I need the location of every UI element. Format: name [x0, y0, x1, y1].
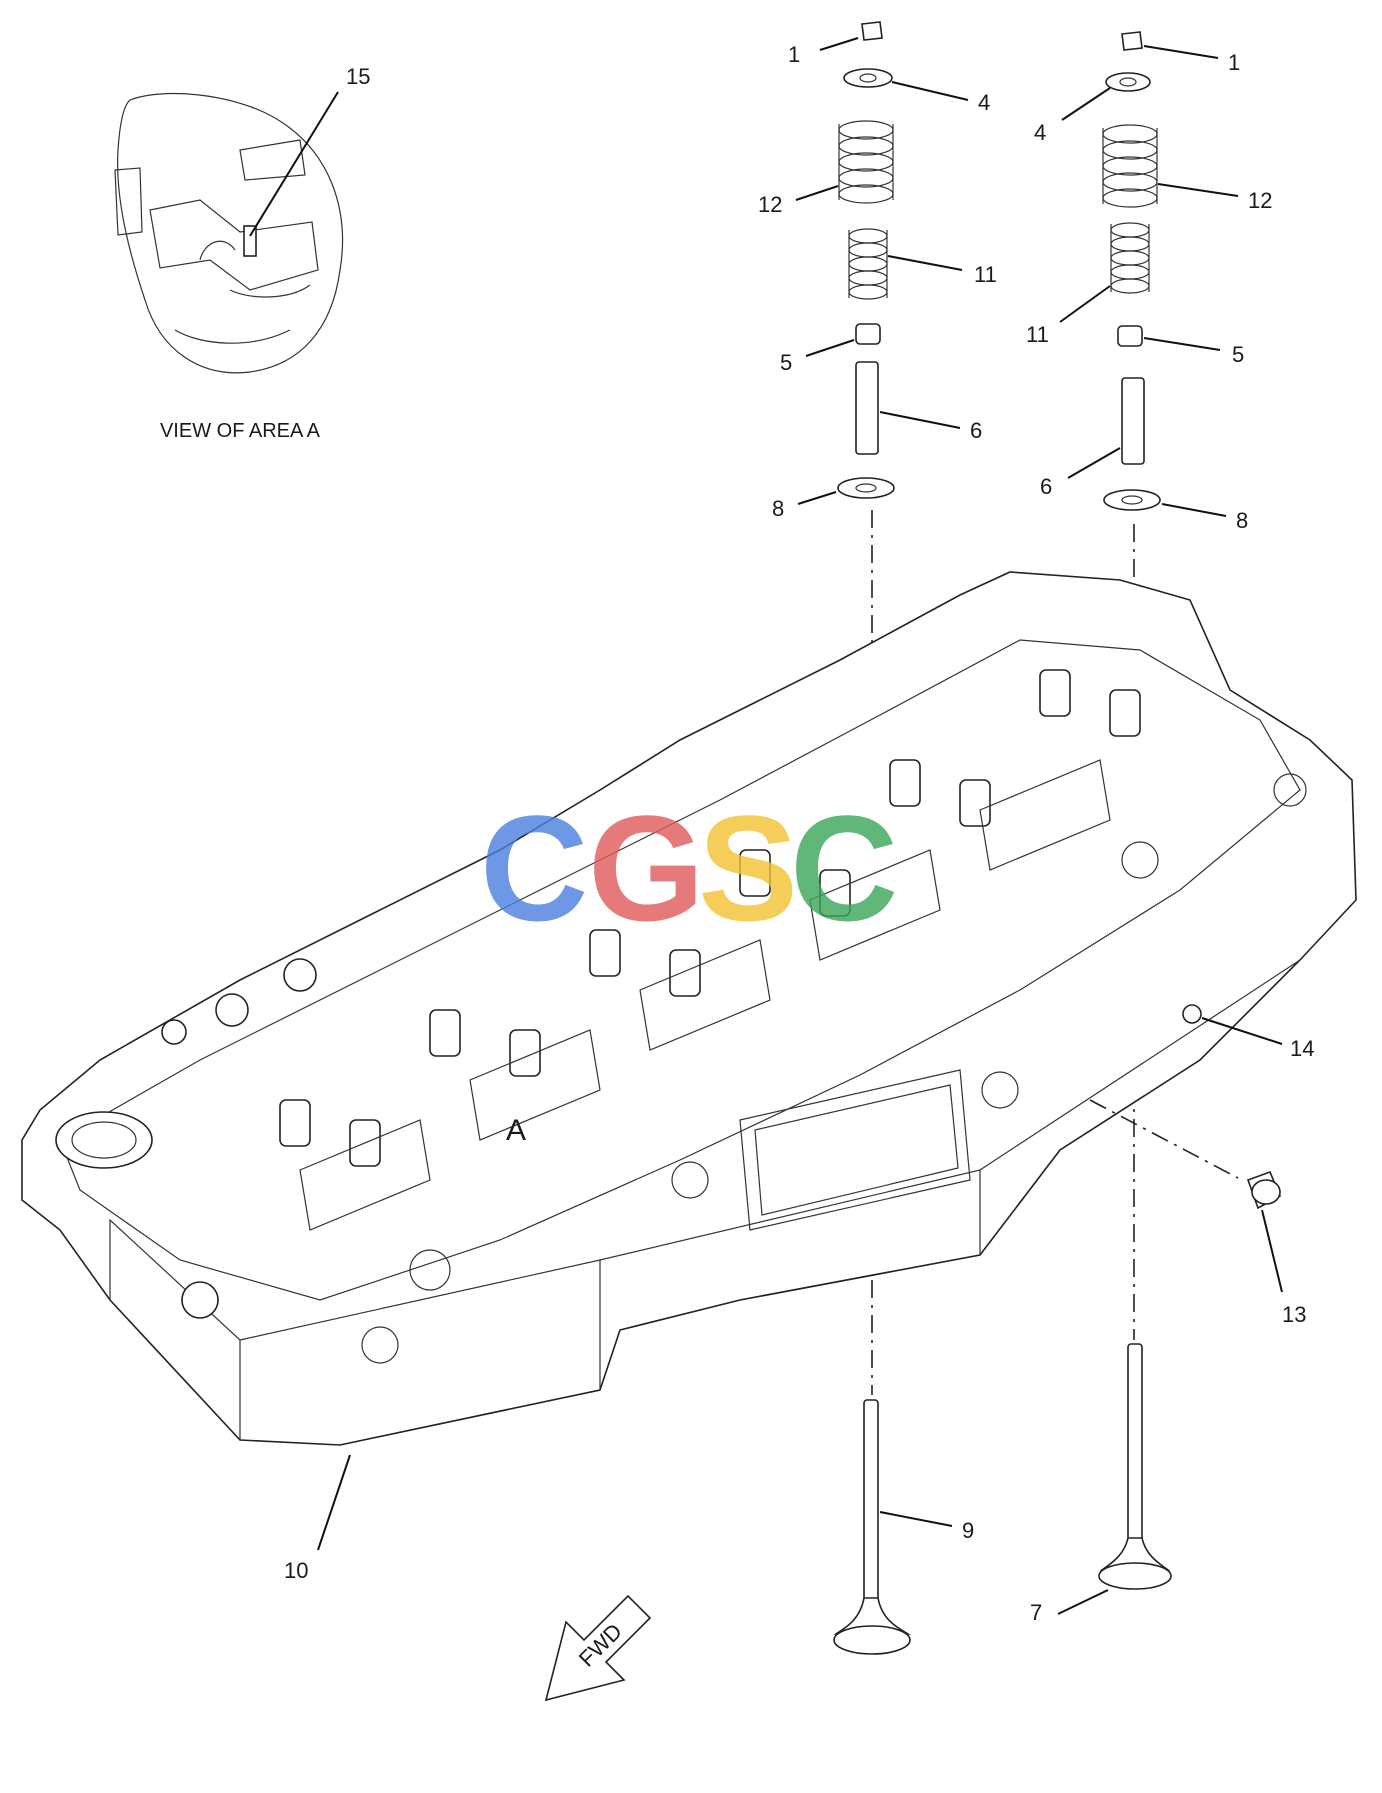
callout-1: 1 [1228, 50, 1240, 75]
spring-retainer-4 [1105, 72, 1151, 92]
plug-14: 14 [1182, 1004, 1314, 1061]
cylinder-head-10: 10 A [21, 571, 1357, 1583]
valve-seal-5 [1117, 325, 1143, 347]
right-valve-stack: 1 4 12 11 5 6 [1026, 31, 1272, 1340]
fwd-arrow: FWD [544, 1594, 652, 1702]
watermark-letter-g: G [588, 784, 705, 952]
inner-valve-spring-11 [848, 228, 888, 300]
watermark-letter-c1: C [480, 784, 588, 952]
callout-5: 5 [780, 350, 792, 375]
callout-13: 13 [1282, 1302, 1306, 1327]
valve-guide-6 [855, 361, 879, 455]
callout-14: 14 [1290, 1036, 1314, 1061]
cgsc-watermark: C G S C [480, 784, 898, 952]
callout-11: 11 [974, 262, 997, 287]
callout-4: 4 [1034, 120, 1046, 145]
outer-valve-spring-12 [838, 120, 894, 204]
side-cover-plate [739, 1069, 971, 1231]
installed-valve-springs [279, 669, 1141, 1167]
callout-1: 1 [788, 42, 800, 67]
callout-11: 11 [1026, 322, 1049, 347]
valve-guide-6 [1121, 377, 1145, 465]
spring-retainer-4 [843, 68, 893, 88]
outer-valve-spring-12 [1102, 124, 1158, 208]
area-a-marker: A [506, 1114, 526, 1147]
callout-6: 6 [1040, 474, 1052, 499]
callout-8: 8 [1236, 508, 1248, 533]
callout-12: 12 [1248, 188, 1272, 213]
exhaust-valve-7: 7 [1030, 1343, 1172, 1625]
callout-15: 15 [346, 64, 370, 89]
watermark-letter-c2: C [790, 784, 898, 952]
valve-seal-5 [855, 323, 881, 345]
valve-keeper-1 [861, 21, 883, 41]
detail-view-caption: VIEW OF AREA A [160, 420, 321, 442]
valve-keeper-1 [1121, 31, 1143, 51]
callout-8: 8 [772, 496, 784, 521]
intake-valve-9: 9 [833, 1399, 974, 1655]
watermark-letter-s: S [698, 784, 798, 952]
callout-4: 4 [978, 90, 990, 115]
callout-12: 12 [758, 192, 782, 217]
detail-view-area-a: 15 VIEW OF AREA A [114, 64, 370, 442]
callout-6: 6 [970, 418, 982, 443]
inner-valve-spring-11 [1110, 222, 1150, 294]
washer-8 [1103, 489, 1161, 511]
plug-13: 13 [1089, 1099, 1306, 1327]
callout-10: 10 [284, 1558, 308, 1583]
callout-9: 9 [962, 1518, 974, 1543]
callout-7: 7 [1030, 1600, 1042, 1625]
callout-5: 5 [1232, 342, 1244, 367]
washer-8 [837, 477, 895, 499]
